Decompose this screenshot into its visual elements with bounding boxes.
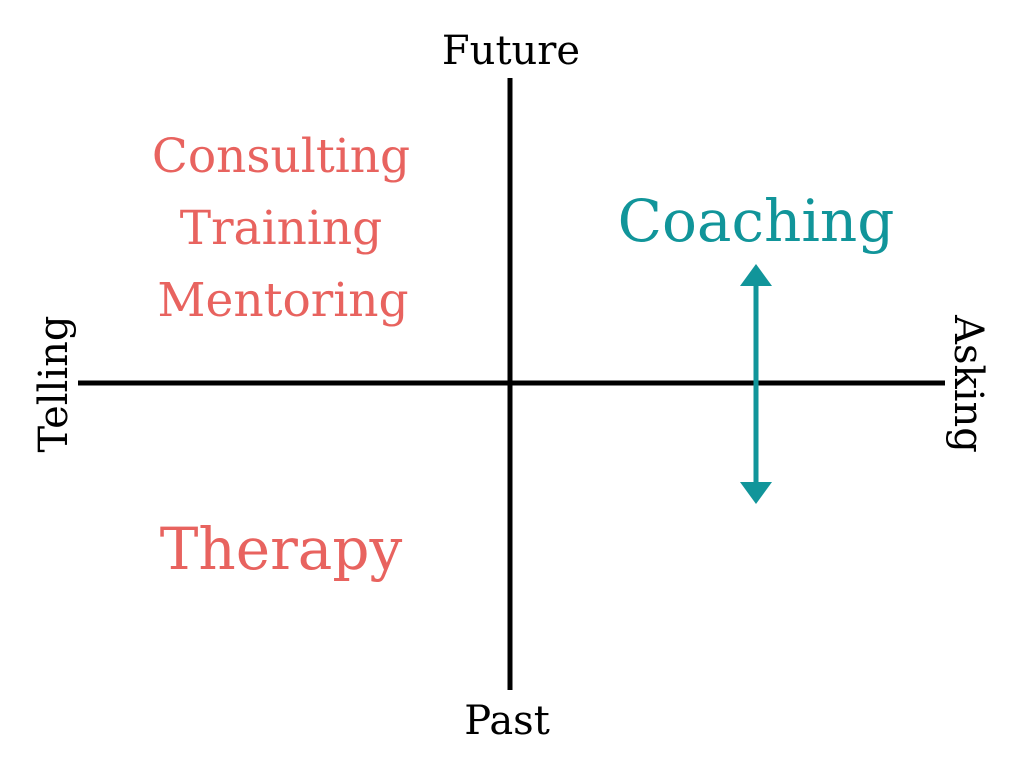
term-mentoring: Mentoring (157, 273, 409, 328)
coaching-range-arrow (740, 264, 772, 504)
axis-label-past: Past (464, 698, 550, 744)
axis-label-telling: Telling (31, 315, 77, 453)
term-therapy: Therapy (159, 515, 403, 583)
axis-label-future: Future (441, 28, 581, 74)
term-training: Training (179, 201, 383, 256)
term-coaching: Coaching (617, 187, 895, 255)
axis-label-asking: Asking (945, 315, 991, 453)
arrow-head-up-icon (740, 264, 772, 286)
arrow-head-down-icon (740, 482, 772, 504)
term-consulting: Consulting (151, 129, 411, 184)
